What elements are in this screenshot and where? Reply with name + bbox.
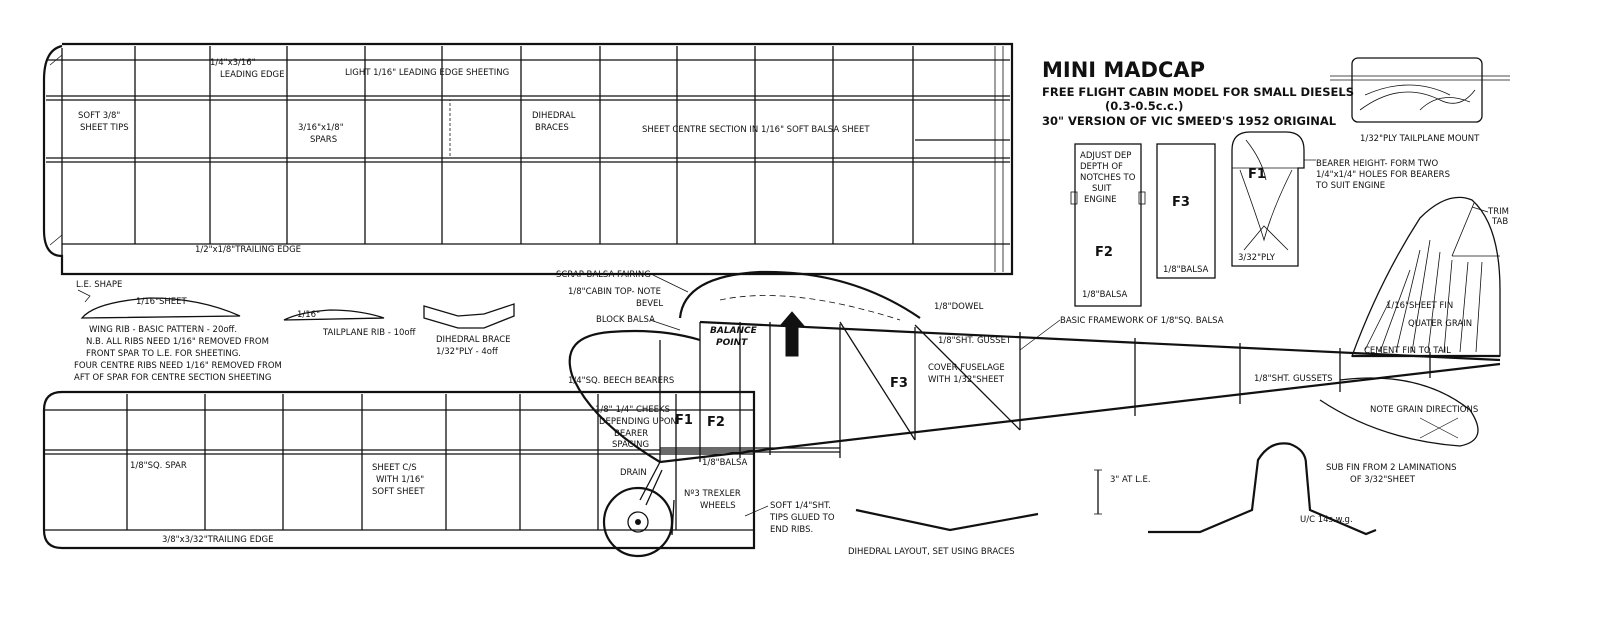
top-wing-panel	[42, 42, 1014, 276]
dowel-label: 1/8"DOWEL	[934, 302, 984, 312]
fin-drawing	[1351, 196, 1501, 358]
former-f2-note-line3: NOTCHES TO	[1080, 173, 1136, 183]
balance-point-line2: POINT	[716, 338, 748, 348]
trim-tab-line1: TRIM	[1487, 207, 1509, 217]
former-f3-material: 1/8"BALSA	[1163, 265, 1209, 275]
former-f2-note-line4: SUIT	[1092, 184, 1112, 194]
rib-note-line1: WING RIB - BASIC PATTERN - 20off.	[89, 325, 237, 335]
dihedral-layout-label: DIHEDRAL LAYOUT, SET USING BRACES	[848, 547, 1015, 557]
le-shape-label: L.E. SHAPE	[76, 280, 122, 290]
top-wing-tips-line2: SHEET TIPS	[80, 123, 129, 133]
framework-label: BASIC FRAMEWORK OF 1/8"SQ. BALSA	[1060, 316, 1224, 326]
bottom-wing-centre-line2: WITH 1/16"	[376, 475, 424, 485]
top-wing-le-sheeting-label: LIGHT 1/16" LEADING EDGE SHEETING	[345, 68, 509, 78]
top-wing-le-spar-line2: LEADING EDGE	[220, 70, 285, 80]
bottom-wing-spar-label: 1/8"SQ. SPAR	[130, 461, 187, 471]
former-f1-drawing	[1231, 131, 1305, 267]
fuselage-f1-label: F1	[675, 413, 693, 428]
top-wing-trailing-edge-label: 1/2"x1/8"TRAILING EDGE	[195, 245, 301, 255]
tailplane-rib-label: TAILPLANE RIB - 10off	[322, 328, 417, 338]
top-wing-tips-line1: SOFT 3/8"	[78, 111, 120, 121]
undercarriage-label: U/C 14s.w.g.	[1300, 515, 1353, 525]
dihedral-layout-drawing	[855, 469, 1102, 532]
fin-sheet-label-line1: 1/16"SHEET FIN	[1386, 301, 1453, 311]
bottom-wing-centre-line1: SHEET C/S	[372, 463, 417, 473]
rib-note-line5: AFT OF SPAR FOR CENTRE SECTION SHEETING	[74, 373, 271, 383]
former-f3-drawing	[1156, 143, 1216, 279]
dihedral-brace-line1: DIHEDRAL BRACE	[436, 335, 511, 345]
sht-gussets-label: 1/8"SHT. GUSSETS	[1254, 374, 1333, 384]
undercarriage-drawing	[1148, 442, 1377, 536]
tailplane-rib-thickness: 1/16"	[297, 310, 320, 320]
bearer-note-line1: BEARER HEIGHT- FORM TWO	[1316, 159, 1438, 169]
former-f2-note-line5: ENGINE	[1084, 195, 1117, 205]
cabin-top-line1: 1/8"CABIN TOP- NOTE	[568, 287, 661, 297]
former-f3-label: F3	[1172, 195, 1190, 210]
rib-sheet-label: 1/16"SHEET	[136, 297, 188, 307]
top-wing-spars-line2: SPARS	[310, 135, 337, 145]
former-f2-drawing	[1070, 143, 1146, 307]
cover-label-line2: WITH 1/32"SHEET	[928, 375, 1005, 385]
fuselage-uprights	[839, 324, 1431, 448]
tips-glued-line1: SOFT 1/4"SHT.	[770, 501, 831, 511]
scrap-fairing-label: SCRAP BALSA FAIRING	[556, 270, 651, 280]
fuselage-side-view	[568, 270, 1501, 558]
cover-label-line1: COVER FUSELAGE	[928, 363, 1005, 373]
rib-note-line4: FOUR CENTRE RIBS NEED 1/16" REMOVED FROM	[74, 361, 282, 371]
sub-fin-line2: OF 3/32"SHEET	[1350, 475, 1416, 485]
fuselage-f2-label: F2	[707, 415, 725, 430]
plan-subtitle-line1: FREE FLIGHT CABIN MODEL FOR SMALL DIESEL…	[1042, 85, 1354, 99]
tips-glued-line2: TIPS GLUED TO	[769, 513, 835, 523]
fuselage-f3-label: F3	[890, 376, 908, 391]
balance-point-line1: BALANCE	[710, 326, 758, 336]
rib-note-line3: FRONT SPAR TO L.E. FOR SHEETING.	[86, 349, 241, 359]
bearer-note-line3: TO SUIT ENGINE	[1315, 181, 1385, 191]
tailplane-mount-label: 1/32"PLY TAILPLANE MOUNT	[1360, 134, 1480, 144]
sub-fin-line1: SUB FIN FROM 2 LAMINATIONS	[1326, 463, 1456, 473]
bottom-wing-ribs	[126, 394, 677, 530]
top-wing-centre-section-label: SHEET CENTRE SECTION IN 1/16" SOFT BALSA…	[642, 125, 870, 135]
former-f2-label: F2	[1095, 245, 1113, 260]
former-f2-material: 1/8"BALSA	[1082, 290, 1128, 300]
rib-note-line2: N.B. ALL RIBS NEED 1/16" REMOVED FROM	[86, 337, 269, 347]
top-wing-spars-line1: 3/16"x1/8"	[298, 123, 344, 133]
former-f2-note-line1: ADJUST DEP	[1080, 151, 1131, 161]
block-balsa-label: BLOCK BALSA	[596, 315, 655, 325]
cheeks-line2: DEPENDING UPON	[599, 417, 677, 427]
former-f2-note-line2: DEPTH OF	[1080, 162, 1123, 172]
drain-label: DRAIN	[620, 468, 647, 478]
wheels-line1: Nº3 TREXLER	[684, 489, 741, 499]
sht-gusset-label: 1/8"SHT. GUSSET	[938, 336, 1012, 346]
tailplane-mount-drawing	[1330, 57, 1510, 123]
tips-glued-line3: END RIBS.	[770, 525, 813, 535]
top-wing-le-spar-line1: 1/4"x3/16"	[210, 58, 256, 68]
cabin-top-line2: BEVEL	[636, 299, 663, 309]
plan-subtitle-line2: (0.3-0.5c.c.)	[1105, 99, 1183, 113]
former-f1-material: 3/32"PLY	[1238, 253, 1276, 263]
dihedral-height-label: 3" AT L.E.	[1110, 475, 1151, 485]
rib-sections	[77, 289, 515, 329]
bottom-wing-centre-line3: SOFT SHEET	[372, 487, 425, 497]
cheeks-line4: SPACING	[612, 440, 649, 450]
cement-fin-label: CEMENT FIN TO TAIL	[1364, 346, 1451, 356]
bottom-wing-panel	[42, 390, 756, 550]
trim-tab-line2: TAB	[1491, 217, 1508, 227]
former-f1-label: F1	[1248, 167, 1266, 182]
beech-bearers-label: 1/4"SQ. BEECH BEARERS	[568, 376, 674, 386]
floor-balsa-label: 1/8"BALSA	[702, 458, 748, 468]
top-wing-dihedral-braces-line1: DIHEDRAL	[532, 111, 576, 121]
plan-title: MINI MADCAP	[1042, 58, 1205, 82]
bearer-note-line2: 1/4"x1/4" HOLES FOR BEARERS	[1316, 170, 1450, 180]
fin-sheet-label-line2: QUATER GRAIN	[1408, 319, 1472, 329]
wheels-line2: WHEELS	[700, 501, 736, 511]
bottom-wing-trailing-edge-label: 3/8"x3/32"TRAILING EDGE	[162, 535, 273, 545]
grain-label: NOTE GRAIN DIRECTIONS	[1370, 405, 1478, 415]
plan-subtitle-line3: 30" VERSION OF VIC SMEED'S 1952 ORIGINAL	[1042, 114, 1337, 128]
dihedral-brace-line2: 1/32"PLY - 4off	[436, 347, 499, 357]
top-wing-dihedral-braces-line2: BRACES	[535, 123, 569, 133]
cheeks-line3: BEARER	[614, 429, 648, 439]
